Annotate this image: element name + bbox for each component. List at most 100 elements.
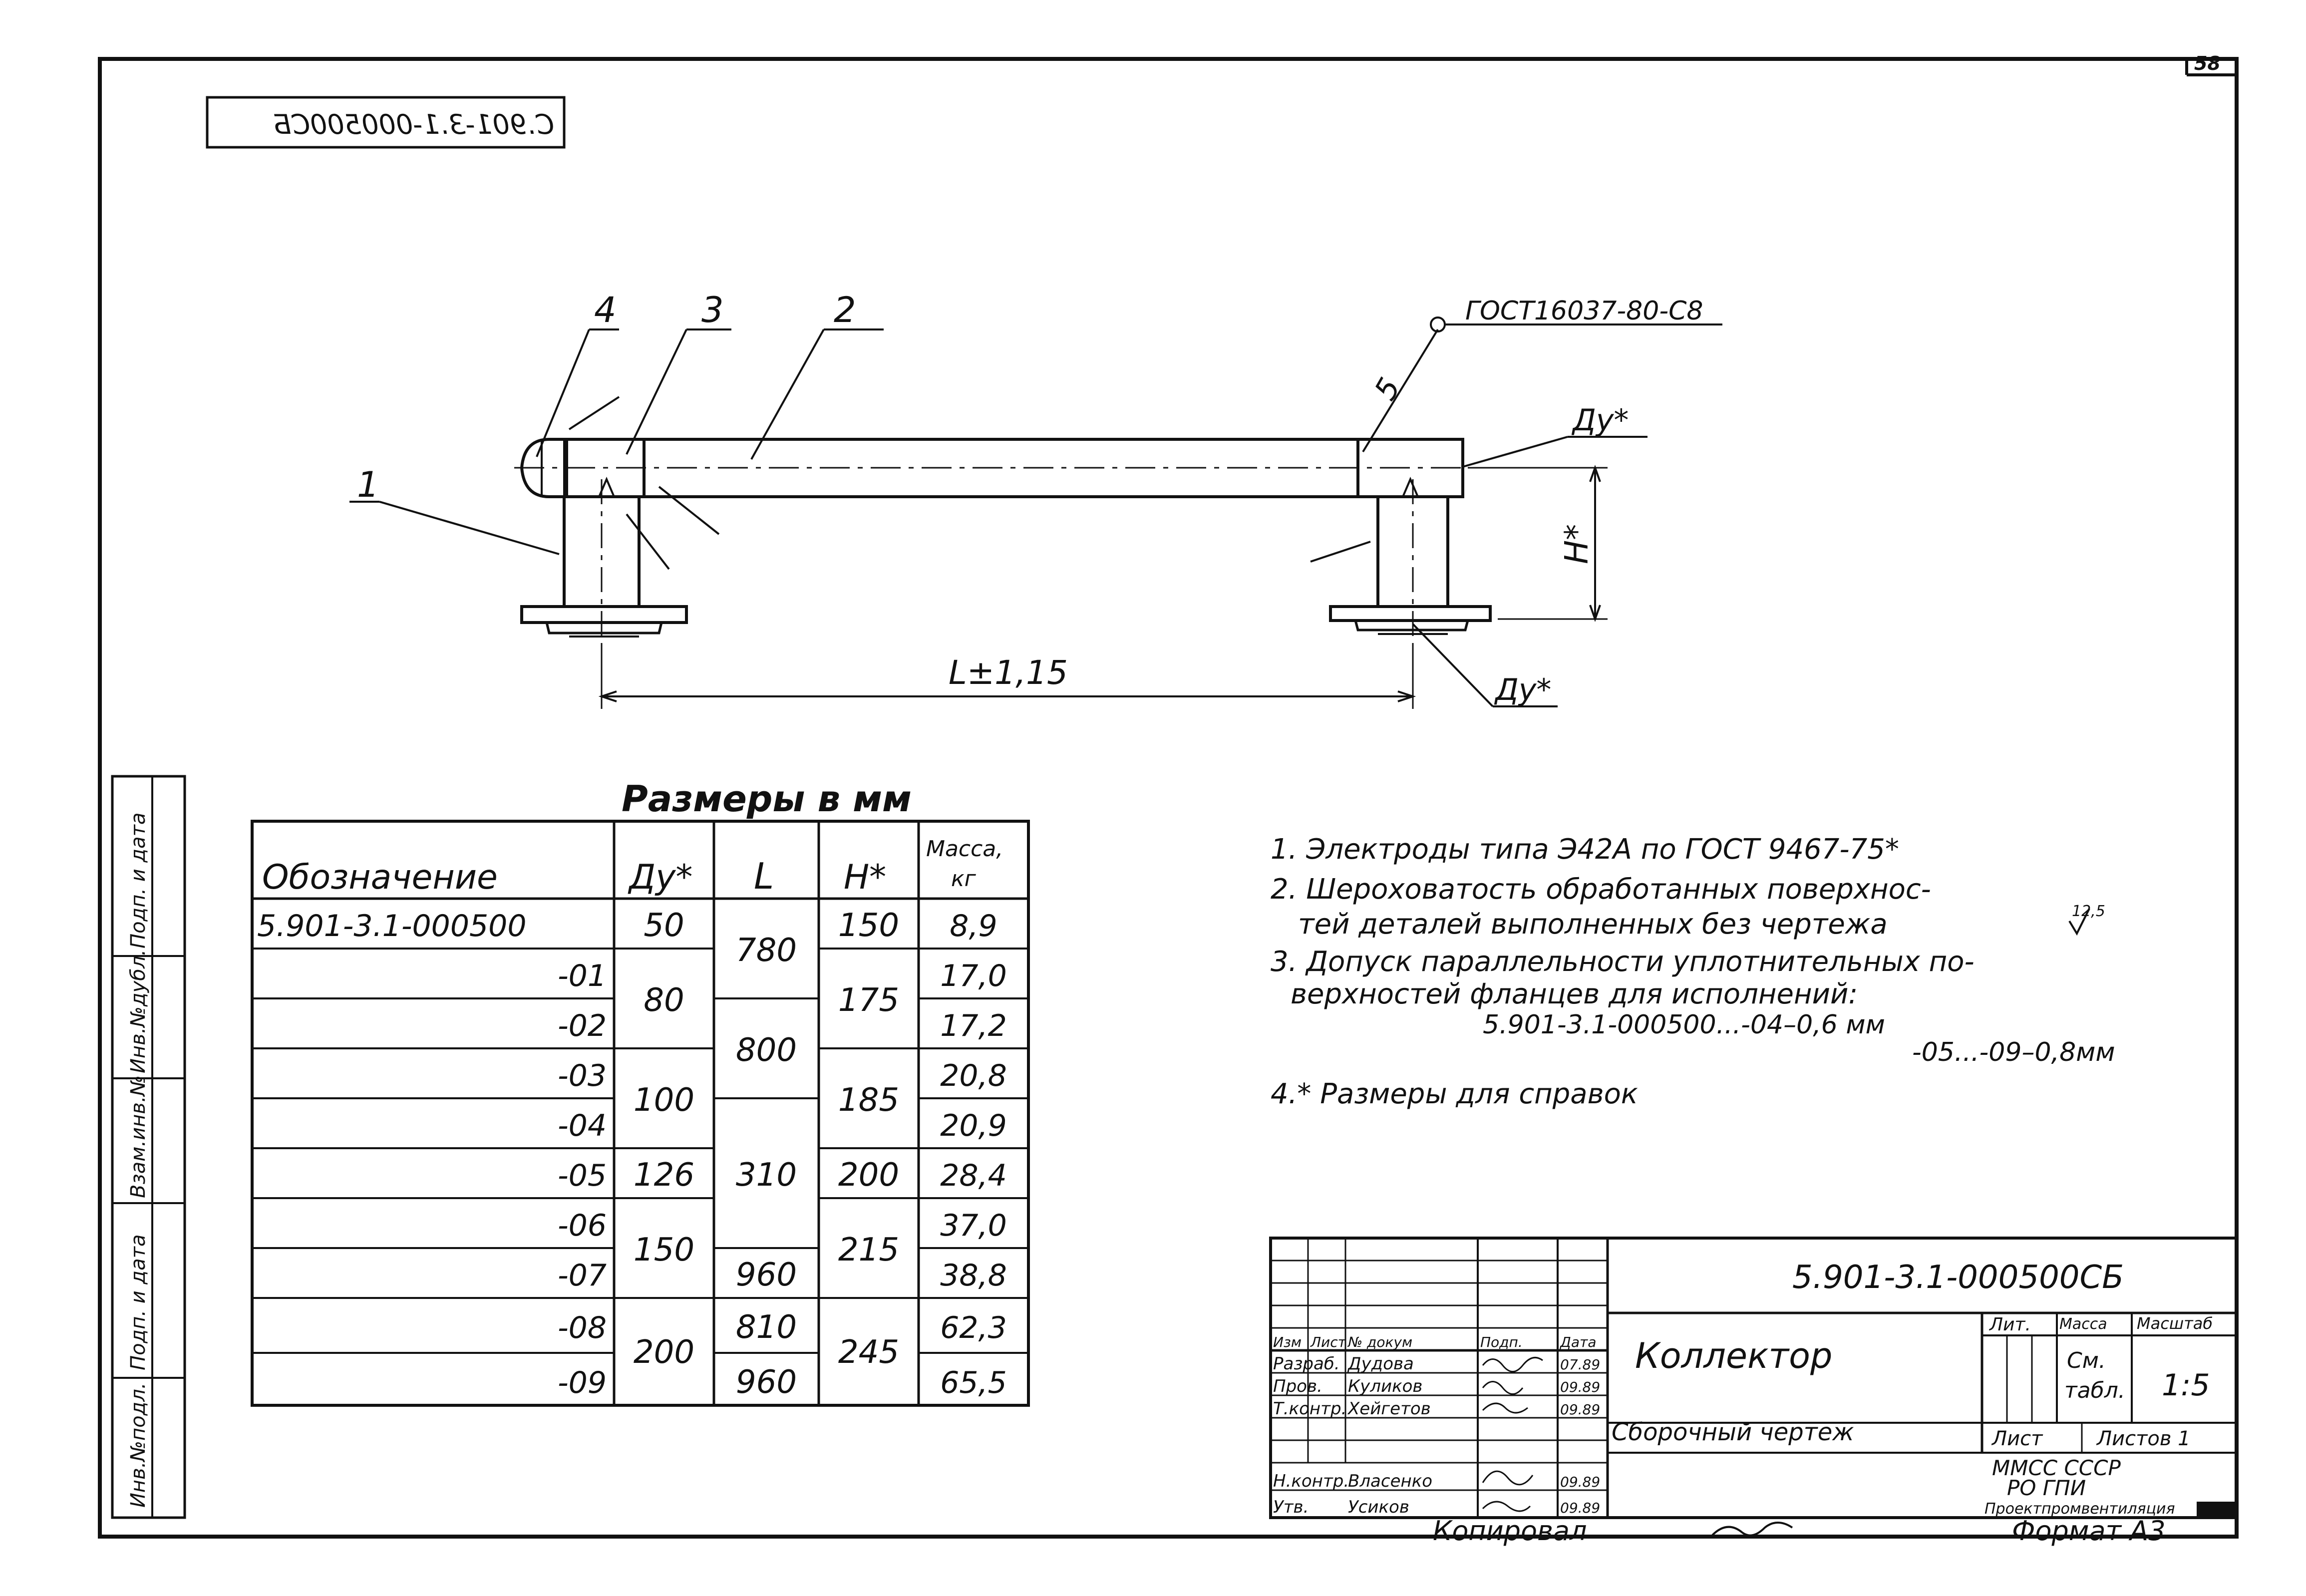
mass-0: 8,9 (950, 909, 997, 944)
dy-1: 80 (644, 982, 684, 1019)
designation-2: -02 (558, 1008, 607, 1043)
sheet-number: 58 (2194, 52, 2221, 74)
note-3c: 5.901-3.1-000500...-04–0,6 мм (1483, 1010, 1885, 1040)
tb-person-1: Куликов (1348, 1376, 1422, 1396)
designation-6: -06 (558, 1208, 607, 1243)
tb-date-0: 07.89 (1560, 1356, 1600, 1373)
h-3: 200 (838, 1157, 899, 1194)
tb-lbl-list: Лист (1310, 1334, 1346, 1350)
tb-lbl-sign: Подп. (1480, 1334, 1523, 1350)
hdr-dy: Ду* (628, 858, 692, 897)
tb-sheet-label: Лист (1991, 1427, 2043, 1450)
l-5: 960 (736, 1364, 797, 1401)
strip-label-1: Подп. и дата (127, 1235, 150, 1370)
note-3b: верхностей фланцев для исполнений: (1291, 978, 1858, 1010)
mass-6: 37,0 (940, 1208, 1007, 1243)
roughness-icon (2068, 908, 2090, 936)
hdr-designation: Обозначение (262, 858, 498, 897)
h-0: 150 (838, 907, 899, 944)
mass-4: 20,9 (940, 1108, 1007, 1143)
hdr-mass-unit: кг (951, 866, 977, 892)
weld-note: ГОСТ16037-80-С8 (1465, 296, 1703, 326)
h-5: 245 (838, 1334, 899, 1371)
dy-0: 50 (644, 907, 684, 944)
note-1: 1. Электроды типа Э42А по ГОСТ 9467-75* (1271, 833, 1899, 866)
dy-2: 100 (634, 1082, 694, 1119)
hdr-l: L (754, 855, 774, 897)
dy-3: 126 (634, 1157, 694, 1194)
signature-0 (1482, 1356, 1543, 1372)
stamp-code: С.901-3.1-000500СБ (273, 109, 554, 140)
note-2a: 2. Шероховатость обработанных поверхнос- (1271, 873, 1931, 906)
technical-notes: 1. Электроды типа Э42А по ГОСТ 9467-75* … (1271, 833, 2115, 1110)
tb-lbl-doc: № докум (1347, 1334, 1412, 1350)
hdr-mass: Масса, (926, 836, 1003, 862)
note-2b: тей деталей выполненных без чертежа (1298, 908, 1888, 941)
dim-l: L±1,15 (949, 653, 1068, 692)
h-1: 175 (838, 982, 899, 1019)
callout-4: 4 (594, 290, 617, 330)
designation-1: -01 (558, 958, 607, 993)
dim-dy-bottom: Ду* (1494, 672, 1551, 707)
dim-h: Н* (1559, 524, 1596, 564)
tb-date-4: 09.89 (1560, 1500, 1600, 1516)
tb-sheets-label: Листов 1 (2096, 1427, 2191, 1450)
strip-label-0: Инв.№подл. (127, 1382, 150, 1508)
tb-date-3: 09.89 (1560, 1474, 1600, 1490)
tb-person-2: Хейгетов (1347, 1399, 1431, 1419)
tb-role-1: Пров. (1273, 1376, 1322, 1396)
hdr-h: Н* (844, 858, 886, 897)
strip-label-3: Инв.№дубл. (127, 950, 150, 1073)
tb-person-4: Усиков (1348, 1497, 1409, 1517)
stamp-box (206, 96, 566, 149)
mass-8: 62,3 (940, 1310, 1007, 1345)
tb-scale-value: 1:5 (2162, 1368, 2210, 1403)
footer-copied: Копировал (1433, 1515, 1587, 1547)
signature-4 (1482, 1501, 1531, 1512)
dy-4: 150 (634, 1232, 694, 1269)
dy-5: 200 (634, 1334, 694, 1371)
callout-2: 2 (834, 290, 856, 330)
mass-7: 38,8 (940, 1258, 1007, 1293)
tb-role-2: Т.контр. (1273, 1399, 1346, 1419)
tb-date-1: 09.89 (1560, 1379, 1600, 1395)
note-3d: -05...-09–0,8мм (1912, 1037, 2115, 1067)
designation-3: -03 (558, 1058, 607, 1093)
tb-lbl-date: Дата (1559, 1334, 1597, 1350)
tb-lit-label: Лит. (1988, 1314, 2031, 1335)
strip-label-2: Взам.инв.№ (127, 1075, 150, 1198)
left-strip: Инв.№подл. Подп. и дата Взам.инв.№ Инв.№… (111, 775, 186, 1519)
designation-7: -07 (558, 1258, 607, 1293)
tb-date-2: 09.89 (1560, 1401, 1600, 1418)
tb-doc-code: 5.901-3.1-000500СБ (1792, 1259, 2124, 1296)
tb-org-3: Проектпромвентиляция (1984, 1500, 2175, 1518)
dim-dy-top: Ду* (1571, 403, 1629, 438)
h-4: 215 (838, 1232, 899, 1269)
callout-3: 3 (701, 290, 724, 330)
tb-role-4: Утв. (1273, 1497, 1309, 1517)
l-1: 800 (736, 1032, 797, 1069)
copier-signature (1711, 1522, 1793, 1537)
designation-4: -04 (558, 1108, 607, 1143)
mass-3: 20,8 (940, 1058, 1007, 1093)
signature-2 (1482, 1402, 1528, 1414)
note-4: 4.* Размеры для справок (1271, 1078, 1638, 1110)
table-title: Размеры в мм (622, 778, 912, 820)
designation-0: 5.901-3.1-000500 (257, 909, 527, 944)
sheet-frame (98, 57, 2239, 1539)
l-4: 810 (736, 1309, 797, 1346)
strip-label-4: Подп. и дата (127, 813, 150, 949)
tb-org-1: ММСС СССР (1992, 1456, 2121, 1480)
callout-5: 5 (1368, 372, 1408, 406)
mass-9: 65,5 (940, 1365, 1007, 1400)
tb-org-2: РО ГПИ (2007, 1476, 2086, 1500)
tb-person-0: Дудова (1347, 1354, 1414, 1374)
collector-drawing: 1 2 3 4 5 ГОСТ16037-80-С8 Ду* Н* L±1,15 … (349, 290, 1722, 709)
tb-black-mark (2197, 1502, 2237, 1517)
tb-subname: Сборочный чертеж (1612, 1418, 1854, 1446)
l-0: 780 (736, 932, 797, 969)
mass-2: 17,2 (940, 1008, 1007, 1043)
footer: Копировал Формат А3 (1433, 1515, 2166, 1547)
tb-role-0: Разраб. (1273, 1354, 1340, 1374)
